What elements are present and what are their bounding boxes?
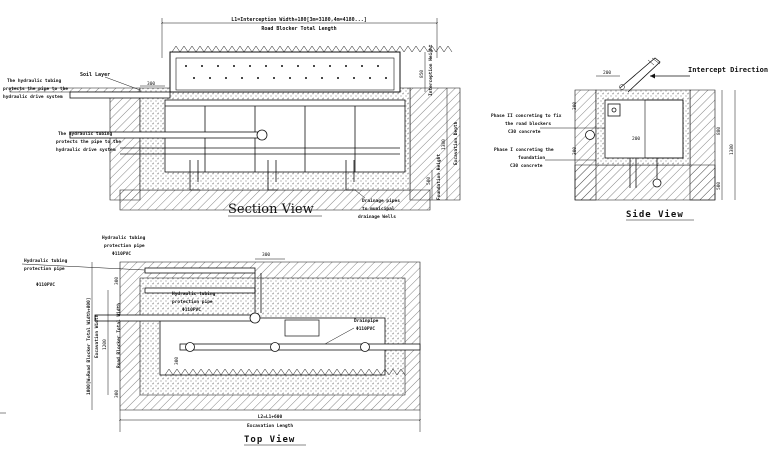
section-view: L1=Interception Width+180[3m=3180,4m=418… bbox=[3, 17, 461, 220]
top-protection-pipe-1: Hydraulic tubing bbox=[102, 235, 146, 241]
left-dim-value: 1200 bbox=[102, 339, 108, 350]
section-top-dim-sublabel: Road Blocker Total Length bbox=[261, 26, 336, 32]
phase2-note-2: the road blockers bbox=[505, 121, 551, 127]
phase1-note-1: Phase I concreting the bbox=[494, 147, 554, 153]
tubing-note-top-2: protects the pipe to the bbox=[3, 86, 68, 92]
phase2-note-1: Phase II concreting to fix bbox=[491, 113, 562, 119]
hydraulic-pipe-top bbox=[69, 91, 171, 99]
side-view-title: Side View bbox=[626, 209, 684, 220]
section-dim-300: 300 bbox=[147, 81, 155, 87]
tubing-note-top-1: The hydraulic tubing bbox=[7, 78, 61, 84]
side-dim-300-low: 300 bbox=[572, 147, 578, 155]
top-spikes bbox=[164, 368, 406, 376]
top-pipe-upper bbox=[144, 267, 256, 274]
side-dim-200-mid: 200 bbox=[632, 136, 640, 142]
section-view-title: Section View bbox=[228, 202, 314, 217]
ground-right-wall bbox=[409, 87, 461, 201]
pipe-elbow-icon bbox=[256, 129, 268, 141]
side-dim-300: 300 bbox=[572, 102, 578, 110]
top-elbow-icon bbox=[249, 312, 261, 324]
top-pump-box bbox=[284, 319, 320, 337]
left-dim-line-3: Road Blocker Total Width bbox=[116, 303, 122, 368]
drain-joint-icon bbox=[185, 342, 195, 352]
tubing-note-top-3: hydraulic drive system bbox=[3, 94, 63, 100]
road-blocker-body bbox=[169, 51, 401, 93]
excavation-depth-label: Excavation Depth bbox=[453, 121, 459, 165]
drain-note-3: drainage Wells bbox=[358, 214, 396, 220]
inner-protection-pipe-2: protection pipe bbox=[172, 299, 213, 305]
side-dim-500: 500 bbox=[716, 182, 722, 190]
side-dim-1380: 1380 bbox=[729, 144, 735, 155]
side-dim-200-top: 200 bbox=[603, 70, 611, 76]
left-protection-pipe-1: Hydraulic tubing bbox=[24, 258, 68, 264]
side-ground-bottom bbox=[574, 164, 716, 201]
soil-layer-label: Soil Layer bbox=[80, 72, 110, 78]
intercept-direction-label: Intercept Direction bbox=[688, 66, 768, 74]
top-view-title: Top View bbox=[244, 434, 295, 445]
section-top-dim-label: L1=Interception Width+180[3m=3180,4m=418… bbox=[231, 17, 366, 23]
bottom-dim-line-2: Excavation Length bbox=[247, 423, 293, 429]
top-drainpipe bbox=[179, 343, 421, 351]
top-protection-pipe-2: protection pipe bbox=[104, 243, 145, 249]
drainpipe-label-2: Φ110PVC bbox=[356, 326, 375, 332]
tubing-note-mid-3: hydraulic drive system bbox=[56, 147, 116, 153]
left-protection-pipe-2: protection pipe bbox=[24, 266, 65, 272]
tubing-note-mid-1: The hydraulic tubing bbox=[58, 131, 112, 137]
foundation-height-label: Foundation Height bbox=[436, 154, 442, 200]
side-view: Intercept Direction 200 300 200 300 Phas… bbox=[491, 57, 768, 221]
interception-height-value: 850 bbox=[419, 70, 425, 78]
drain-note-2: to municipal bbox=[362, 206, 395, 212]
blocker-dots bbox=[185, 65, 387, 79]
bottom-dim-line-1: L2=L1+600 bbox=[258, 414, 283, 420]
top-protection-pipe-3: Φ110PVC bbox=[112, 251, 131, 257]
side-raised-plate bbox=[619, 57, 661, 93]
phase1-note-3: C30 concrete bbox=[510, 163, 543, 169]
drainpipe-label-1: Drainpipe bbox=[354, 318, 379, 324]
phase2-note-3: C30 concrete bbox=[508, 129, 541, 135]
inner-protection-pipe-1: Hydraulic tubing bbox=[172, 291, 216, 297]
top-dim-300-inner: 300 bbox=[174, 357, 180, 365]
excavation-depth-value: 1380 bbox=[441, 139, 447, 150]
top-view: Hydraulic tubing protection pipe Φ110PVC… bbox=[0, 235, 421, 446]
tubing-note-mid-2: protects the pipe to the bbox=[56, 139, 121, 145]
side-drain-icon bbox=[652, 178, 662, 188]
drain-note-1: Drainage pipes bbox=[362, 198, 400, 204]
left-dim-line-1: 1000[W=Road Blocker Total Width+800] bbox=[86, 297, 92, 395]
left-dim-line-2: Excavation Width bbox=[94, 314, 100, 358]
blocker-spikes bbox=[171, 45, 453, 53]
ground-left-wall bbox=[109, 91, 141, 201]
side-dim-880: 880 bbox=[716, 127, 722, 135]
left-protection-pipe-3: Φ110PVC bbox=[36, 282, 55, 288]
side-pipe-icon bbox=[585, 130, 595, 140]
inner-protection-pipe-3: Φ110PVC bbox=[182, 307, 201, 313]
foundation-height-value: 500 bbox=[426, 177, 432, 185]
top-dim-300-bottom: 300 bbox=[114, 390, 120, 398]
top-dim-300-top: 300 bbox=[262, 252, 270, 258]
interception-height-label: Interception Height bbox=[428, 44, 434, 96]
top-dim-300-left: 300 bbox=[114, 277, 120, 285]
phase1-note-2: foundation bbox=[518, 155, 545, 161]
